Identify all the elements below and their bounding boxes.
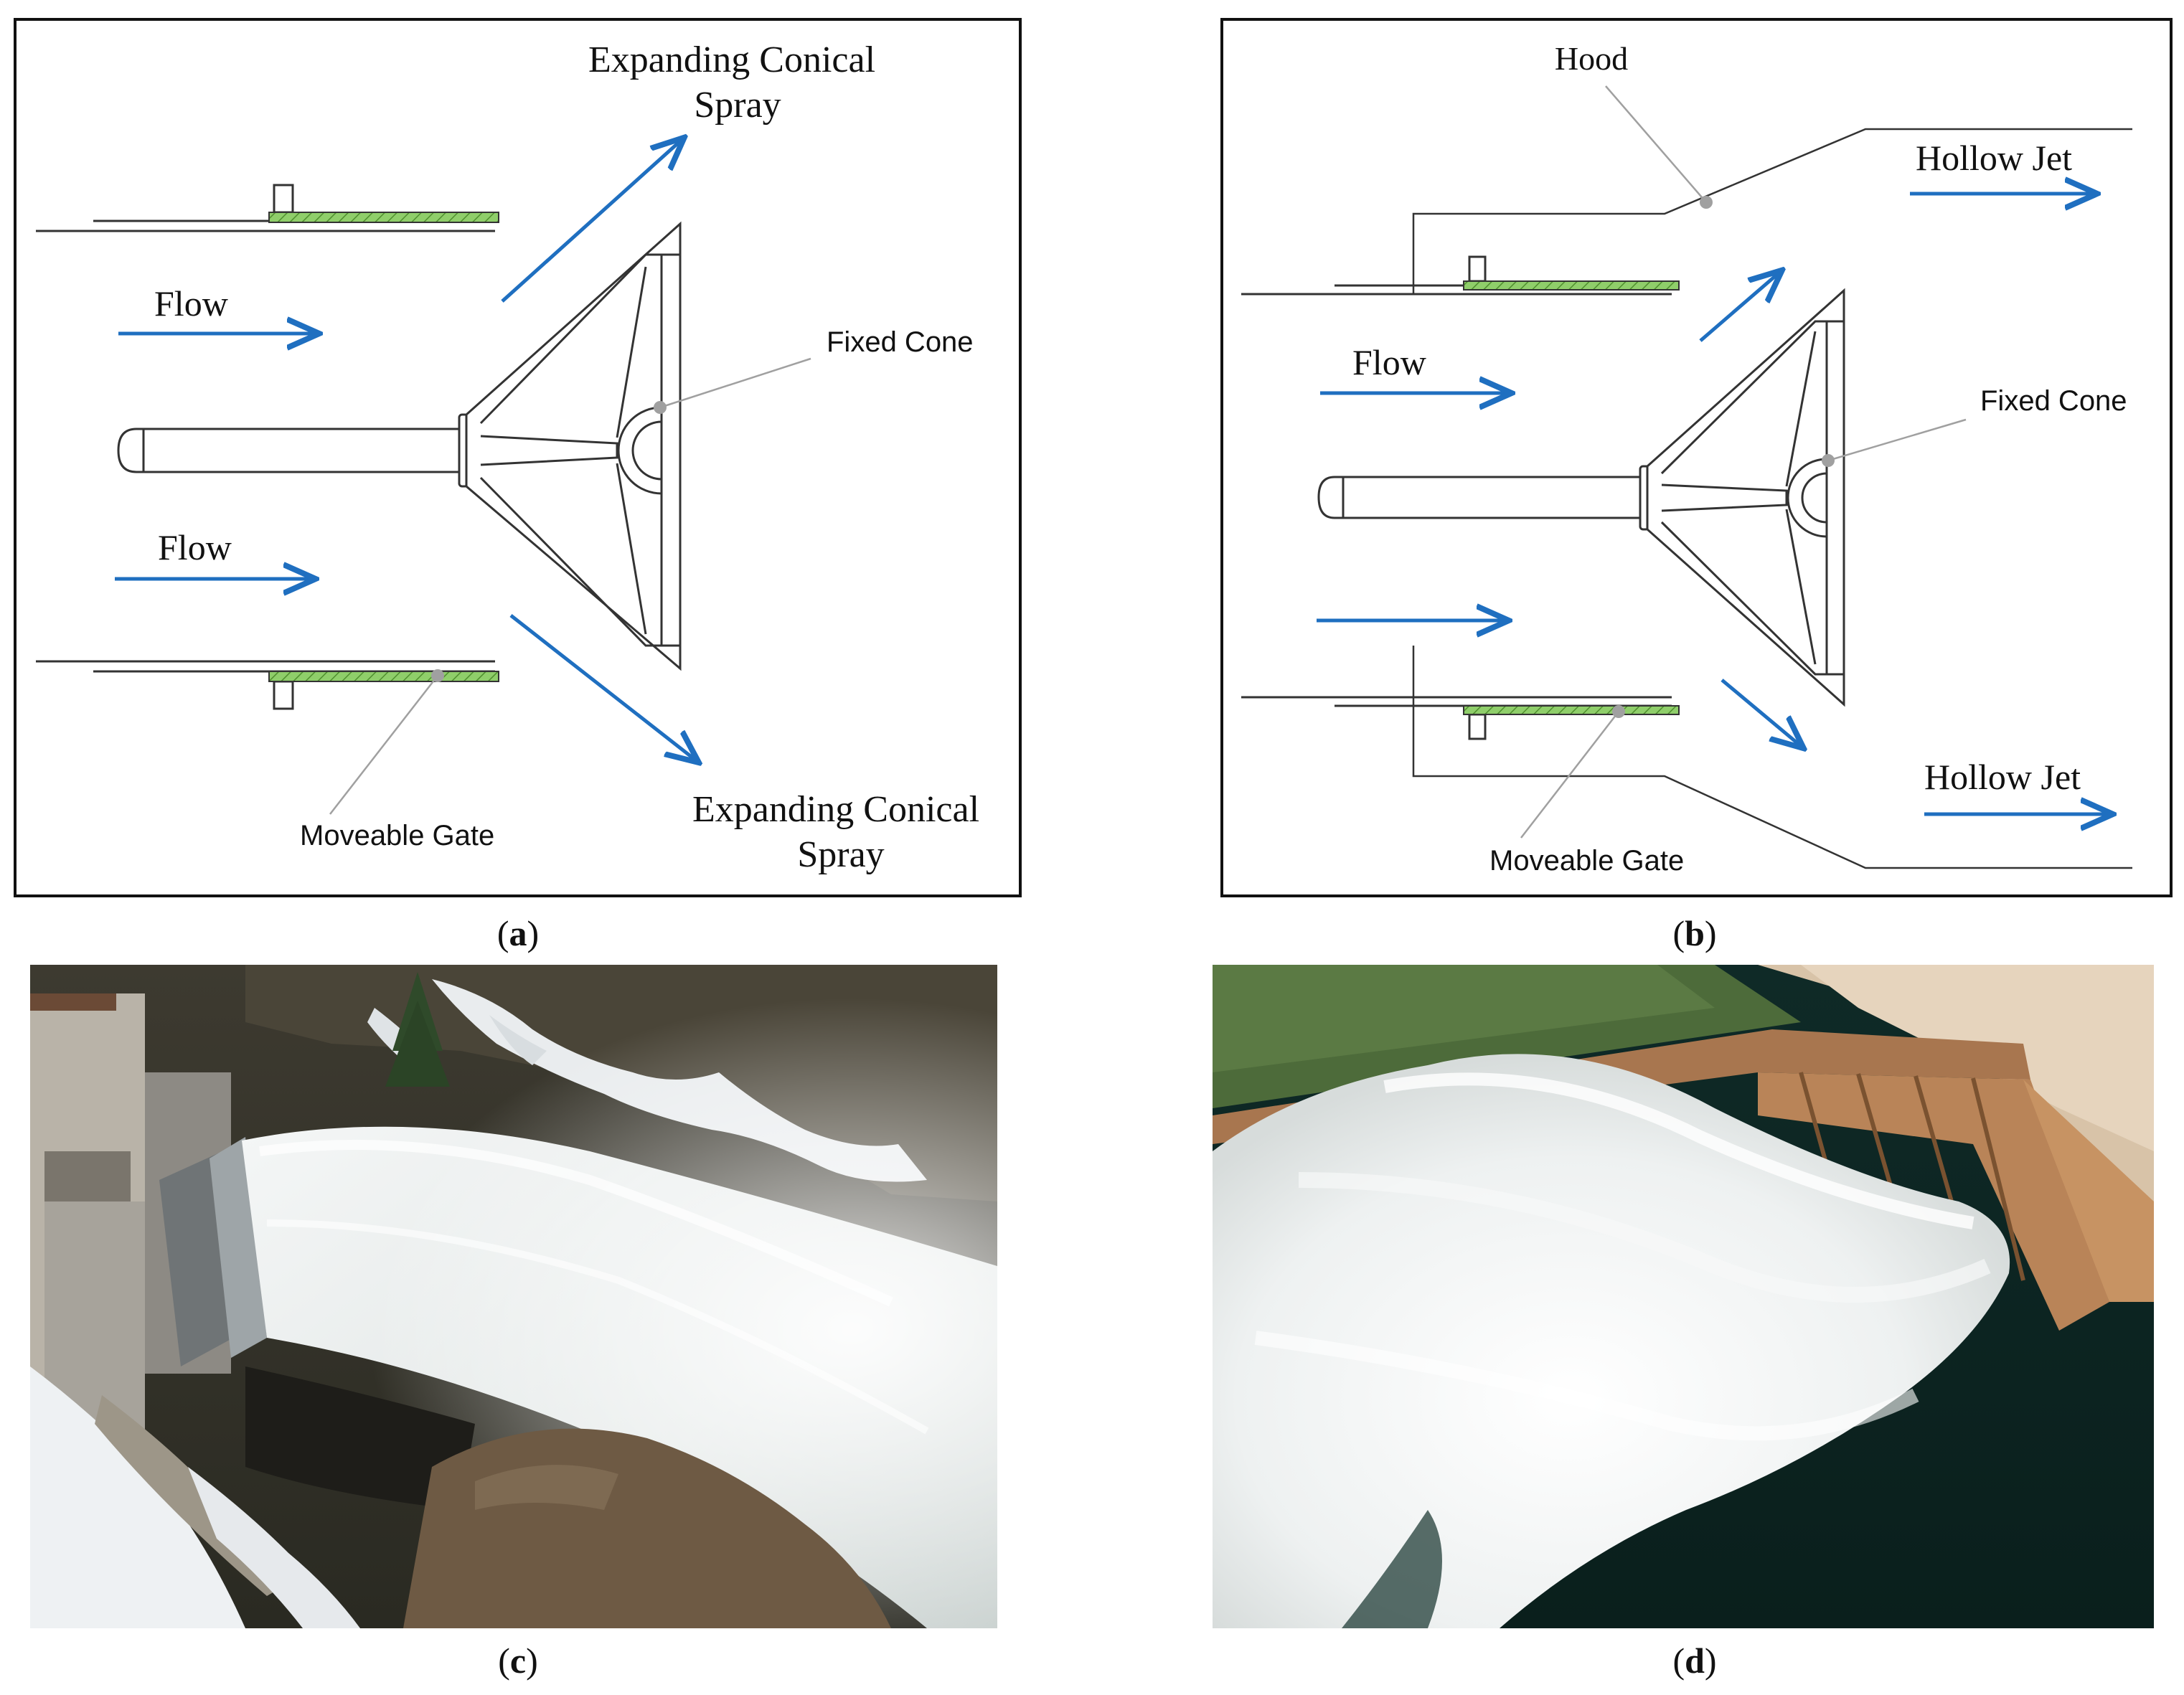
- moveable-gate-bottom: [268, 671, 499, 682]
- panel-b-frame: [1220, 18, 2173, 897]
- fixed-cone-assembly-b: [1317, 288, 1845, 707]
- spray-label-top-line1: Expanding Conical: [588, 39, 875, 80]
- moveable-gate-top-b: [1463, 280, 1680, 291]
- caption-d: (d): [1672, 1640, 1717, 1681]
- moveable-gate-label: Moveable Gate: [300, 820, 494, 851]
- caption-a-letter: a: [509, 913, 527, 953]
- flow-label-b: Flow: [1352, 342, 1426, 382]
- caption-c-letter: c: [509, 1640, 527, 1681]
- photo-d-illustration: [1213, 965, 2154, 1628]
- spray-label-bottom-line1: Expanding Conical: [692, 789, 979, 830]
- fixed-cone-label: Fixed Cone: [827, 326, 974, 358]
- pipe-wall-bottom-b: [1241, 696, 1672, 740]
- caption-c: (c): [498, 1640, 538, 1681]
- spray-arrow-top: [501, 140, 682, 303]
- flow-label-top: Flow: [154, 283, 228, 324]
- flow-arrows-a: [115, 140, 696, 760]
- photo-d-hollow-jet-discharge: [1213, 965, 2154, 1628]
- leader-lines-b: [1520, 85, 1967, 839]
- pipe-wall-top: [36, 184, 495, 232]
- photo-c-illustration: [30, 965, 997, 1628]
- caption-a: (a): [496, 913, 540, 953]
- hollow-jet-label-bottom: Hollow Jet: [1924, 757, 2081, 797]
- leader-lines-a: [329, 357, 811, 815]
- jet-arrow-inner-top: [1699, 273, 1779, 342]
- caption-b: (b): [1672, 913, 1717, 953]
- moveable-gate-bottom-b: [1463, 705, 1680, 715]
- panel-b: Hood Hollow Jet Hollow Jet Flow Fixed Co…: [1213, 0, 2184, 911]
- panel-b-diagram: Hood Hollow Jet Hollow Jet Flow Fixed Co…: [1220, 18, 2173, 897]
- moveable-gate-label-b: Moveable Gate: [1489, 845, 1684, 877]
- panel-a: Flow Flow Expanding Conical Spray Expand…: [0, 0, 1033, 911]
- moveable-gate-top: [268, 212, 499, 223]
- flow-arrows-b: [1317, 194, 2109, 814]
- spray-label-top-line2: Spray: [694, 85, 781, 126]
- fixed-cone-assembly: [117, 221, 682, 671]
- hood-outline: [1412, 128, 2132, 869]
- spray-label-bottom-line2: Spray: [797, 834, 884, 875]
- photo-c-fixed-cone-valve-discharge: [30, 965, 997, 1628]
- spray-arrow-bottom: [509, 614, 696, 760]
- caption-b-letter: b: [1685, 913, 1705, 953]
- pipe-wall-bottom: [36, 660, 495, 710]
- hood-label: Hood: [1555, 40, 1628, 77]
- caption-d-letter: d: [1685, 1640, 1705, 1681]
- hollow-jet-label-top: Hollow Jet: [1916, 138, 2072, 178]
- panel-a-diagram: Flow Flow Expanding Conical Spray Expand…: [14, 18, 1022, 897]
- flow-label-bottom: Flow: [158, 527, 232, 567]
- jet-arrow-inner-bottom: [1721, 679, 1801, 746]
- panel-a-frame: [14, 18, 1022, 897]
- fixed-cone-label-b: Fixed Cone: [1980, 385, 2127, 417]
